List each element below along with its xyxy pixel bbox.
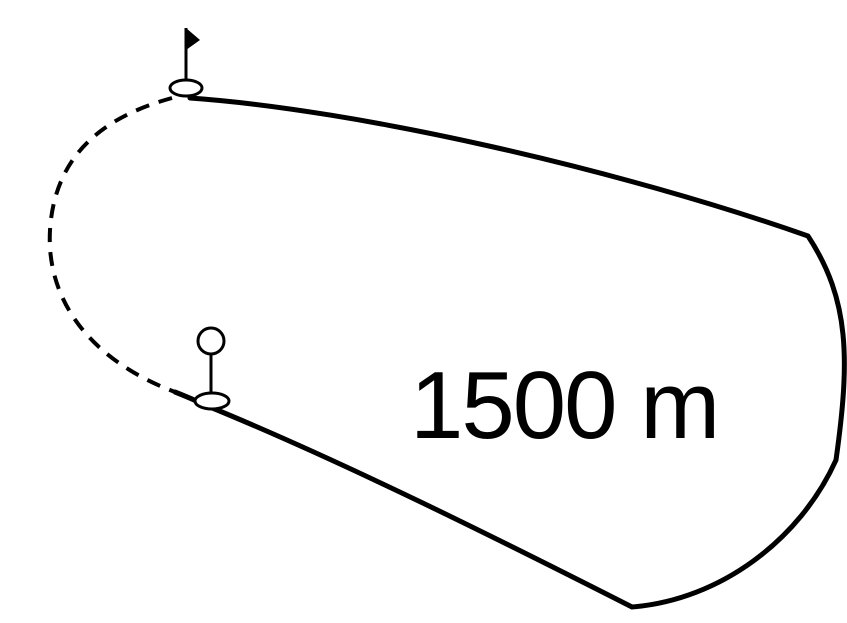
distance-label: 1500 m <box>410 352 718 459</box>
ball-marker-icon <box>193 326 231 411</box>
course-path-dashed <box>47 96 176 394</box>
flag-marker-icon <box>168 28 204 98</box>
course-path-solid <box>172 95 847 610</box>
